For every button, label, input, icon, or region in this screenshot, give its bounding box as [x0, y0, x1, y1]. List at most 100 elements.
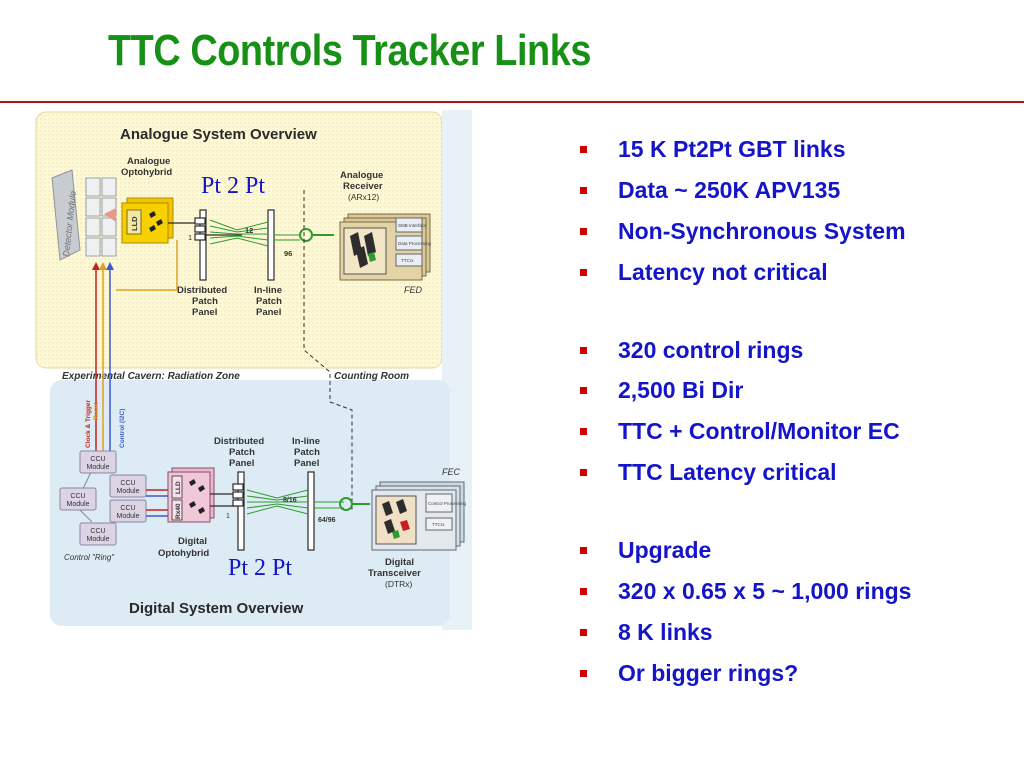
- bullet-marker: [580, 186, 587, 194]
- fiber-count-8-16: 8/16: [283, 497, 297, 504]
- zone-label-counting-room: Counting Room: [334, 371, 409, 382]
- title-rule: [0, 101, 1024, 103]
- bullet-text: Or bigger rings?: [618, 659, 799, 686]
- fiber-count-64-96: 64/96: [318, 517, 336, 524]
- distributed-patch-panel-bottom-2: Patch: [229, 447, 255, 458]
- ccu-5-line1: CCU: [90, 528, 105, 535]
- bullet-text: TTC + Control/Monitor EC: [618, 418, 900, 445]
- board-label-control-processing: Control Processing: [428, 501, 467, 506]
- distributed-patch-panel-bottom-1: Distributed: [214, 436, 264, 447]
- pt2pt-label-bottom: Pt 2 Pt: [228, 555, 292, 581]
- bullet-marker: [580, 268, 587, 276]
- bullet-item: Non-Synchronous System: [578, 216, 1018, 257]
- bullet-text: 320 control rings: [618, 336, 804, 363]
- module-stack: [85, 177, 117, 257]
- ccu-5-line2: Module: [87, 536, 110, 543]
- analogue-receiver-label-2: Receiver: [343, 181, 383, 192]
- ccu-links: [146, 489, 168, 517]
- bullet-marker: [580, 669, 587, 677]
- pt2pt-label-top: Pt 2 Pt: [201, 173, 265, 199]
- side-label-reset: Reset: [93, 401, 100, 420]
- bullet-item: 15 K Pt2Pt GBT links: [578, 134, 1018, 175]
- bullet-item: TTC + Control/Monitor EC: [578, 416, 1018, 457]
- board-label-ttcrx-top: TTCrx: [401, 258, 414, 263]
- distributed-patch-panel-top-1: Distributed: [177, 285, 227, 296]
- slide-title: TTC Controls Tracker Links: [108, 26, 591, 75]
- bullet-item: 2,500 Bi Dir: [578, 375, 1018, 416]
- inline-patch-panel-top-3: Panel: [256, 307, 281, 318]
- zone-label-cavern: Experimental Cavern: Radiation Zone: [62, 371, 240, 382]
- fiber-count-1-top: 1: [188, 233, 192, 242]
- analogue-optohybrid-board: LLD: [121, 197, 174, 244]
- inline-patch-panel-top-2: Patch: [256, 296, 282, 307]
- analogue-receiver-label-3: (ARx12): [348, 192, 379, 202]
- analogue-receiver-label-1: Analogue: [340, 170, 383, 181]
- analogue-fiber-path: [168, 209, 275, 281]
- bullet-item: Data ~ 250K APV135: [578, 175, 1018, 216]
- ccu-2-line2: Module: [67, 501, 90, 508]
- digital-optohybrid-label-2: Optohybrid: [158, 548, 209, 559]
- bullet-marker: [580, 547, 587, 555]
- ccu-1-line2: Module: [87, 464, 110, 471]
- bullet-text: 8 K links: [618, 618, 713, 645]
- distributed-patch-panel-bottom-3: Panel: [229, 458, 254, 469]
- bullet-text: Data ~ 250K APV135: [618, 176, 841, 203]
- distributed-patch-panel-top-2: Patch: [192, 296, 218, 307]
- bullet-marker: [580, 387, 587, 395]
- bullet-spacer: [578, 298, 1018, 335]
- analogue-optohybrid-label-2: Optohybrid: [121, 167, 172, 178]
- digital-transceiver-label-1: Digital: [385, 557, 414, 568]
- digital-optohybrid-label-1: Digital: [178, 536, 207, 547]
- ccu-3-line2: Module: [117, 488, 140, 495]
- bullet-text: 2,500 Bi Dir: [618, 377, 744, 404]
- inline-patch-panel-bottom-1: In-line: [292, 436, 320, 447]
- bullet-text: Latency not critical: [618, 258, 828, 285]
- ccu-ring: [59, 450, 147, 546]
- bullet-marker: [580, 469, 587, 477]
- bullet-item: 320 x 0.65 x 5 ~ 1,000 rings: [578, 576, 1018, 617]
- bullet-marker: [580, 428, 587, 436]
- inline-patch-panel-bottom-2: Patch: [294, 447, 320, 458]
- bullet-text: 15 K Pt2Pt GBT links: [618, 136, 846, 162]
- ccu-4-line2: Module: [117, 513, 140, 520]
- bullet-marker: [580, 346, 587, 354]
- fiber-count-1-bottom: 1: [226, 513, 230, 520]
- ccu-2-line1: CCU: [70, 493, 85, 500]
- bullet-text: TTC Latency critical: [618, 459, 837, 486]
- bullet-item: Or bigger rings?: [578, 658, 1018, 699]
- rx40-label: Rx40: [175, 503, 182, 519]
- fiber-count-12: 12: [245, 226, 253, 235]
- bullet-spacer: [578, 498, 1018, 535]
- bullet-item: TTC Latency critical: [578, 457, 1018, 498]
- system-overview-diagram: Analogue System Overview Digital System …: [35, 110, 472, 630]
- fiber-count-96: 96: [284, 249, 292, 258]
- bullet-item: Upgrade: [578, 535, 1018, 576]
- ccu-3-line1: CCU: [120, 480, 135, 487]
- bullet-marker: [580, 628, 587, 636]
- digital-optohybrid-board: LLD Rx40: [167, 467, 215, 523]
- zone-boundary: [303, 190, 353, 510]
- side-label-clock-trigger: Clock & Trigger: [85, 399, 92, 448]
- bullet-marker: [580, 146, 587, 153]
- digital-fiber-fan: [246, 489, 344, 515]
- board-label-smb: SMB Interface: [398, 223, 427, 228]
- analogue-optohybrid-label-1: Analogue: [127, 156, 170, 167]
- detector-module: Detector Module: [51, 169, 81, 261]
- board-label-data-processing: Data Processing: [398, 241, 432, 246]
- bullet-item: 320 control rings: [578, 335, 1018, 376]
- digital-fiber-path: [210, 471, 315, 551]
- distributed-patch-panel-top-3: Panel: [192, 307, 217, 318]
- bullet-text: 320 x 0.65 x 5 ~ 1,000 rings: [618, 578, 912, 605]
- digital-overview-heading: Digital System Overview: [129, 600, 304, 617]
- ccu-4-line1: CCU: [120, 505, 135, 512]
- lld-label-digital: LLD: [175, 481, 182, 494]
- fec-label: FEC: [442, 467, 461, 477]
- bullet-list: 15 K Pt2Pt GBT links Data ~ 250K APV135 …: [578, 134, 1018, 699]
- fed-label: FED: [404, 285, 423, 295]
- digital-transceiver-board: Control Processing TTCrx: [371, 481, 467, 551]
- lld-label: LLD: [130, 216, 139, 231]
- bullet-item: 8 K links: [578, 617, 1018, 658]
- bullet-marker: [580, 588, 587, 596]
- bullet-text: Non-Synchronous System: [618, 217, 906, 244]
- analogue-overview-heading: Analogue System Overview: [120, 126, 317, 143]
